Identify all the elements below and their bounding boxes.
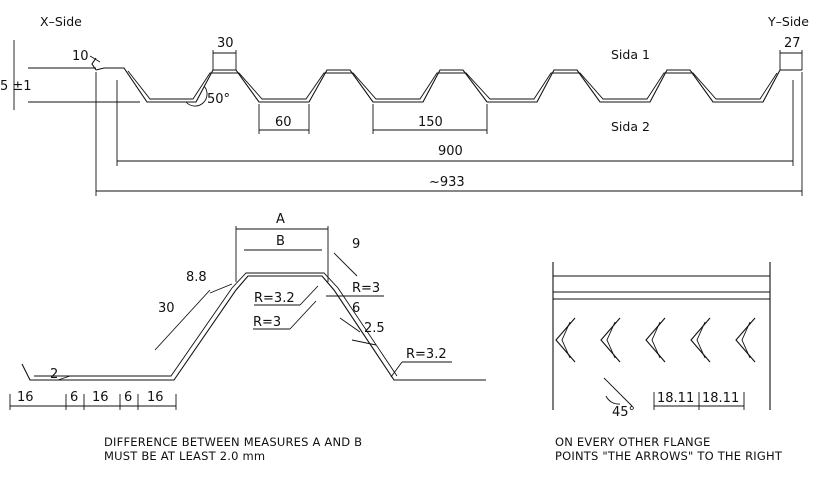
chevron-3 <box>690 317 711 363</box>
chevron-3-inner <box>696 321 706 359</box>
sida1-label: Sida 1 <box>611 47 650 62</box>
profile-outline <box>95 67 802 103</box>
profile-section: X–Side Y–Side Sida 1 Sida 2 5 ±1 10 30 2… <box>0 14 809 196</box>
r32-top-leader <box>299 285 319 306</box>
pitch-dim-text: 150 <box>418 115 443 130</box>
bottom-dim-1: 6 <box>70 390 78 405</box>
r32-bottom-leader <box>390 361 403 378</box>
crest-dim-text: 30 <box>217 36 234 51</box>
total-dim-text: ~933 <box>429 175 465 190</box>
chevron-row <box>555 317 756 363</box>
chevron-1 <box>600 317 621 363</box>
detail-section: A B 9 8.8 30 R=3.2 R=3 R=3 6 2.5 R=3.2 2 <box>9 212 486 463</box>
flange-dim2-text: 18.11 <box>702 391 739 406</box>
profile-inner-line <box>127 70 778 100</box>
chevron-2-inner <box>651 321 661 359</box>
chevron-4 <box>735 317 756 363</box>
height-dim-text: 5 ±1 <box>0 79 32 94</box>
end-dim-text: 27 <box>784 36 801 51</box>
bottom-dim-2: 16 <box>92 390 109 405</box>
chevron-0 <box>555 317 576 363</box>
chevron-4-inner <box>741 321 751 359</box>
dim88-line <box>209 283 233 294</box>
detail-outline <box>21 275 486 381</box>
chevron-0-inner <box>561 321 571 359</box>
y-side-label: Y–Side <box>767 14 809 29</box>
valley-dim-text: 60 <box>275 115 292 130</box>
flange-dim1-text: 18.11 <box>657 391 694 406</box>
lip-dim-text: 10 <box>72 49 89 64</box>
dim25-line <box>351 339 377 346</box>
r3-right-text: R=3 <box>352 281 380 296</box>
flange-section: 45° 18.11 18.11 ON EVERY OTHER FLANGE PO… <box>552 262 783 463</box>
dim2-line <box>57 375 71 381</box>
dim88-text: 8.8 <box>186 270 207 285</box>
dim30-text: 30 <box>158 301 175 316</box>
detail-note-line2: MUST BE AT LEAST 2.0 mm <box>104 449 265 463</box>
detail-note-line1: DIFFERENCE BETWEEN MEASURES A AND B <box>104 435 362 449</box>
lip-dim-line <box>89 55 101 63</box>
flange-note-line2: POINTS "THE ARROWS" TO THE RIGHT <box>555 449 783 463</box>
r3-left-text: R=3 <box>253 315 281 330</box>
dim9-text: 9 <box>352 237 360 252</box>
chevron-1-inner <box>606 321 616 359</box>
dim9-line <box>333 252 358 277</box>
r32-top-text: R=3.2 <box>254 291 295 306</box>
sida2-label: Sida 2 <box>611 119 650 134</box>
dim6-text: 6 <box>352 301 360 316</box>
flange-note-line1: ON EVERY OTHER FLANGE <box>555 435 710 449</box>
dim25-text: 2.5 <box>364 321 385 336</box>
bottom-dim-3: 6 <box>124 390 132 405</box>
angle-text: 50° <box>207 92 230 107</box>
angle-45-line <box>603 377 633 407</box>
a-dim-text: A <box>276 212 285 227</box>
angle-45-arc <box>605 395 621 405</box>
r32-bottom-text: R=3.2 <box>406 347 447 362</box>
angle-arc <box>185 85 208 107</box>
bottom-dim-4: 16 <box>147 390 164 405</box>
dim6-line <box>339 317 361 333</box>
detail-inner-line <box>34 272 398 377</box>
dim30-line <box>154 289 211 351</box>
bottom-dim-0: 16 <box>17 390 34 405</box>
r3-left-leader <box>289 300 317 330</box>
b-dim-text: B <box>276 234 285 249</box>
cover-dim-text: 900 <box>438 144 463 159</box>
x-side-label: X–Side <box>40 14 82 29</box>
chevron-2 <box>645 317 666 363</box>
flange-angle-text: 45° <box>612 405 635 420</box>
dim2-text: 2 <box>50 367 58 382</box>
